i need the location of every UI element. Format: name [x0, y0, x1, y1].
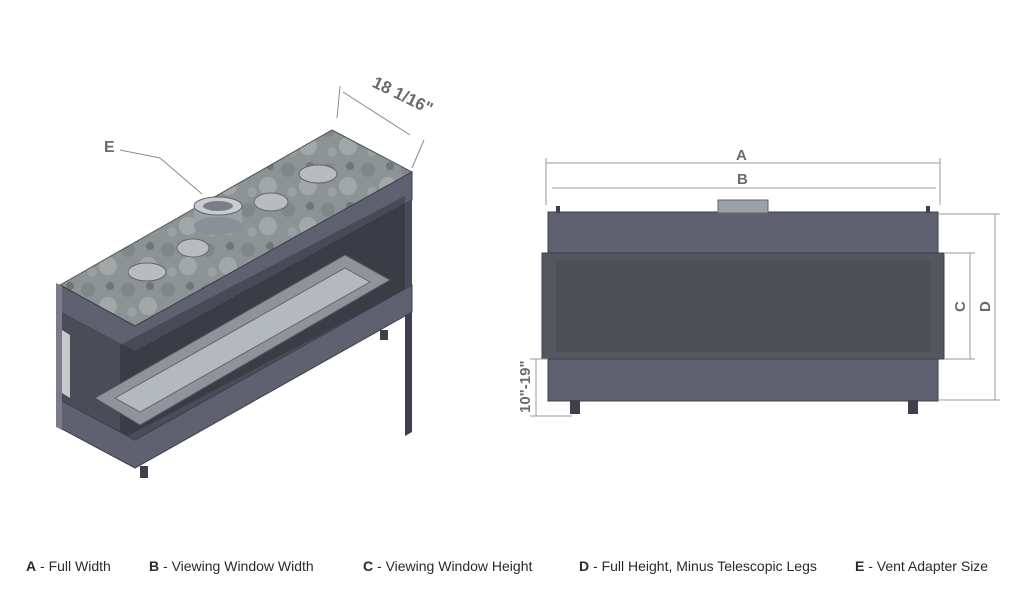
elev-vent-collar	[717, 199, 769, 214]
iso-burner-inner	[113, 267, 372, 413]
isometric-view: 18 1/16" E	[56, 73, 436, 478]
iso-vent-adapter	[193, 196, 243, 235]
dim-label-b: B	[737, 171, 748, 188]
iso-vent-hole	[176, 238, 210, 258]
fireplace-diagram: 18 1/16" E A B C D	[56, 73, 1000, 478]
elev-lower-panel	[547, 358, 939, 402]
legend-item-c: C - Viewing Window Height	[363, 558, 533, 574]
elev-window-inner	[556, 260, 930, 352]
iso-vent-hole	[127, 262, 167, 282]
iso-left-glass	[62, 330, 70, 398]
depth-dimension	[336, 85, 425, 169]
elev-upper-panel	[547, 211, 939, 255]
legend-item-e: E - Vent Adapter Size	[855, 558, 989, 574]
elev-leg-left	[570, 400, 580, 414]
legend: A - Full Width B - Viewing Window Width …	[0, 558, 1024, 582]
elev-tab	[556, 206, 560, 213]
elev-tab	[926, 206, 930, 213]
dim-label-legs: 10"-19"	[517, 360, 534, 413]
vent-callout-leader	[119, 149, 203, 195]
depth-label: 18 1/16"	[369, 73, 436, 118]
iso-vent-hole	[298, 164, 338, 184]
legend-item-b: B - Viewing Window Width	[149, 558, 314, 574]
elev-leg-right	[908, 400, 918, 414]
iso-vent-hole	[253, 192, 289, 212]
iso-leg	[380, 330, 388, 340]
dim-label-c: C	[952, 301, 969, 312]
front-elevation: A B C D 10"-19"	[517, 147, 1000, 417]
dim-label-a: A	[736, 147, 747, 164]
legend-item-a: A - Full Width	[26, 558, 111, 574]
vent-callout-label: E	[104, 139, 115, 156]
legend-item-d: D - Full Height, Minus Telescopic Legs	[579, 558, 817, 574]
iso-leg	[140, 466, 148, 478]
dim-label-d: D	[977, 301, 994, 312]
iso-left-end	[56, 283, 62, 430]
